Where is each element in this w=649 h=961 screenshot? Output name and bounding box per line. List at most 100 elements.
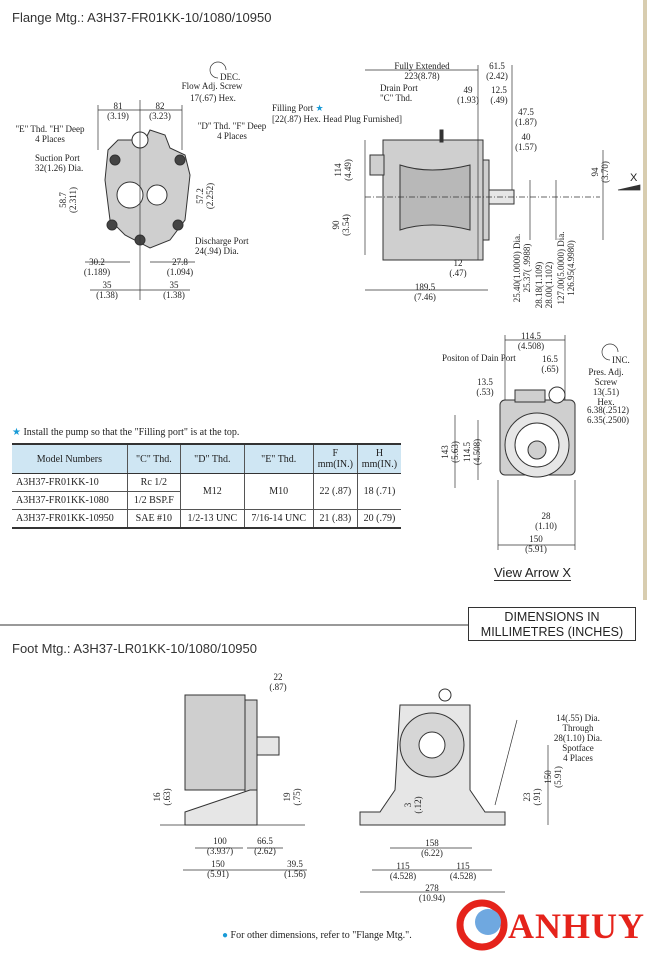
- col-f: F mm(IN.): [312, 443, 358, 474]
- flange-side-view-drawing: [369, 129, 515, 261]
- dim-30-2: 30.2 (1.189): [83, 257, 111, 277]
- dim-150: 150 (5.91): [525, 534, 547, 554]
- arrow-x-label: X: [630, 172, 638, 184]
- dim-40: 40 (1.57): [515, 132, 537, 152]
- anhuy-logo: ANHUY: [508, 906, 645, 946]
- foot-note: ● For other dimensions, refer to "Flange…: [222, 931, 412, 941]
- cell-f: 22 (.87): [312, 473, 358, 510]
- pilot-dia-dim: 127.00(5.0000) Dia. 126.95(4.9980): [556, 231, 576, 305]
- cell-e: M10: [243, 473, 314, 510]
- dim-12-5: 12.5 (.49): [490, 85, 508, 105]
- drain-port-label: Drain Port "C" Thd.: [380, 83, 418, 103]
- cell-model: A3H37-FR01KK-10: [12, 473, 128, 492]
- col-e-thd: "E" Thd.: [243, 443, 314, 474]
- table-row: A3H37-FR01KK-1080 1/2 BSP.F: [12, 491, 401, 510]
- bullet-icon: ●: [222, 930, 229, 941]
- view-arrow-x-drawing: [499, 386, 576, 478]
- model-table: Model Numbers "C" Thd. "D" Thd. "E" Thd.…: [12, 443, 401, 529]
- star-icon: ★: [12, 427, 21, 438]
- table-header-row: Model Numbers "C" Thd. "D" Thd. "E" Thd.…: [12, 443, 401, 474]
- flange-section-title: Flange Mtg.: A3H37-FR01KK-10/1080/10950: [12, 10, 272, 25]
- table-row: A3H37-FR01KK-10950 SAE #10 1/2-13 UNC 7/…: [12, 509, 401, 529]
- col-c-thd: "C" Thd.: [126, 443, 181, 474]
- dim-13-5: 13.5 (.53): [476, 377, 494, 397]
- dim-19: 19 (.75): [282, 788, 302, 806]
- dim-115-right: 115 (4.528): [449, 861, 477, 881]
- flange-front-view-drawing: [104, 129, 191, 249]
- dim-278: 278 (10.94): [418, 883, 446, 903]
- dim-94: 94 (3.70): [590, 161, 610, 183]
- suction-port-label: Suction Port 32(1.26) Dia.: [35, 153, 84, 173]
- dim-158: 158 (6.22): [421, 838, 443, 858]
- dim-100: 100 (3.937): [206, 836, 234, 856]
- cell-f: 21 (.83): [312, 509, 358, 529]
- col-h: H mm(IN.): [356, 443, 401, 474]
- dim-143: 143 (5.63): [440, 441, 460, 463]
- d-thread-label: "D" Thd. "F" Deep 4 Places: [197, 121, 267, 141]
- foot-side-view-drawing: [184, 694, 280, 826]
- dim-150-front: 150 (5.91): [543, 766, 563, 788]
- col-d-thd: "D" Thd.: [179, 443, 245, 474]
- dim-114-5-vertical: 114.5 (4.508): [462, 438, 482, 466]
- cell-c: Rc 1/2: [126, 473, 181, 492]
- fully-extended-dim: Fully Extended 223(8.78): [394, 61, 450, 81]
- dim-27-8: 27.8 (1.094): [166, 257, 194, 277]
- dim-115-left: 115 (4.528): [389, 861, 417, 881]
- dim-35-left: 35 (1.38): [96, 280, 118, 300]
- drain-port-position-label: Positon of Dain Port: [442, 353, 516, 363]
- cell-d: M12: [179, 473, 245, 510]
- dim-58-7: 58.7 (2.311): [58, 187, 78, 213]
- dim-22: 22 (.87): [269, 672, 287, 692]
- dim-35-right: 35 (1.38): [163, 280, 185, 300]
- foot-note-text: For other dimensions, refer to "Flange M…: [230, 930, 412, 941]
- filling-port-label: Filling Port ★: [272, 103, 324, 113]
- dim-47-5: 47.5 (1.87): [515, 107, 537, 127]
- cell-d: 1/2-13 UNC: [179, 509, 245, 529]
- dim-49: 49 (1.93): [457, 85, 479, 105]
- dim-16-5: 16.5 (.65): [541, 354, 559, 374]
- mounting-holes-label: 14(.55) Dia. Through 28(1.10) Dia. Spotf…: [553, 713, 603, 763]
- shaft-dia-dim: 25.40(1.0000) Dia. 25.37( .9988): [512, 233, 532, 303]
- install-note: ★ Install the pump so that the "Filling …: [12, 428, 239, 438]
- install-note-text: Install the pump so that the "Filling po…: [23, 427, 240, 438]
- dim-23: 23 (.91): [522, 788, 542, 806]
- cell-h: 20 (.79): [356, 509, 401, 529]
- flow-adj-screw-label: Flow Adj. Screw: [181, 81, 243, 91]
- dim-28: 28 (1.10): [535, 511, 557, 531]
- dec-label: DEC.: [220, 72, 241, 82]
- star-icon: ★: [315, 103, 324, 113]
- dim-189-5: 189.5 (7.46): [414, 282, 436, 302]
- dim-114: 114 (4.49): [333, 159, 353, 181]
- dim-39-5: 39.5 (1.56): [284, 859, 306, 879]
- cell-e: 7/16-14 UNC: [243, 509, 314, 529]
- flow-adj-hex-label: 17(.67) Hex.: [190, 93, 236, 103]
- dim-66-5: 66.5 (2.62): [254, 836, 276, 856]
- discharge-port-label: Discharge Port 24(.94) Dia.: [195, 236, 249, 256]
- filling-plug-label: [22(.87) Hex. Head Plug Furnished]: [272, 114, 402, 124]
- filling-port-text: Filling Port: [272, 103, 314, 113]
- logo-gear-icon: [456, 899, 508, 951]
- dim-12: 12 (.47): [449, 258, 467, 278]
- dim-90: 90 (3.54): [331, 214, 351, 236]
- dim-81: 81 (3.19): [107, 101, 129, 121]
- table-row: A3H37-FR01KK-10 Rc 1/2 M12 M10 22 (.87) …: [12, 473, 401, 510]
- key-width-dim: 6.38(.2512) 6.35(.2500): [587, 405, 629, 425]
- dim-16: 16 (.63): [152, 788, 172, 806]
- dim-150-side: 150 (5.91): [207, 859, 229, 879]
- foot-front-view-drawing: [359, 688, 506, 826]
- view-arrow-x-label: View Arrow X: [494, 565, 572, 581]
- cell-model: A3H37-FR01KK-10950: [12, 509, 128, 529]
- pres-adj-screw-label: Pres. Adj. Screw 13(.51) Hex.: [588, 367, 624, 407]
- dim-82: 82 (3.23): [149, 101, 171, 121]
- dim-3: 3 (.12): [403, 796, 423, 814]
- cell-c: 1/2 BSP.F: [126, 491, 181, 510]
- dim-57-2: 57.2 (2.252): [195, 182, 215, 210]
- inc-label: INC.: [612, 355, 630, 365]
- e-thread-label: "E" Thd. "H" Deep 4 Places: [15, 124, 85, 144]
- dim-61-5: 61.5 (2.42): [486, 61, 508, 81]
- cell-c: SAE #10: [126, 509, 181, 529]
- cell-model: A3H37-FR01KK-1080: [12, 491, 128, 510]
- cell-h: 18 (.71): [356, 473, 401, 510]
- col-model: Model Numbers: [12, 443, 128, 474]
